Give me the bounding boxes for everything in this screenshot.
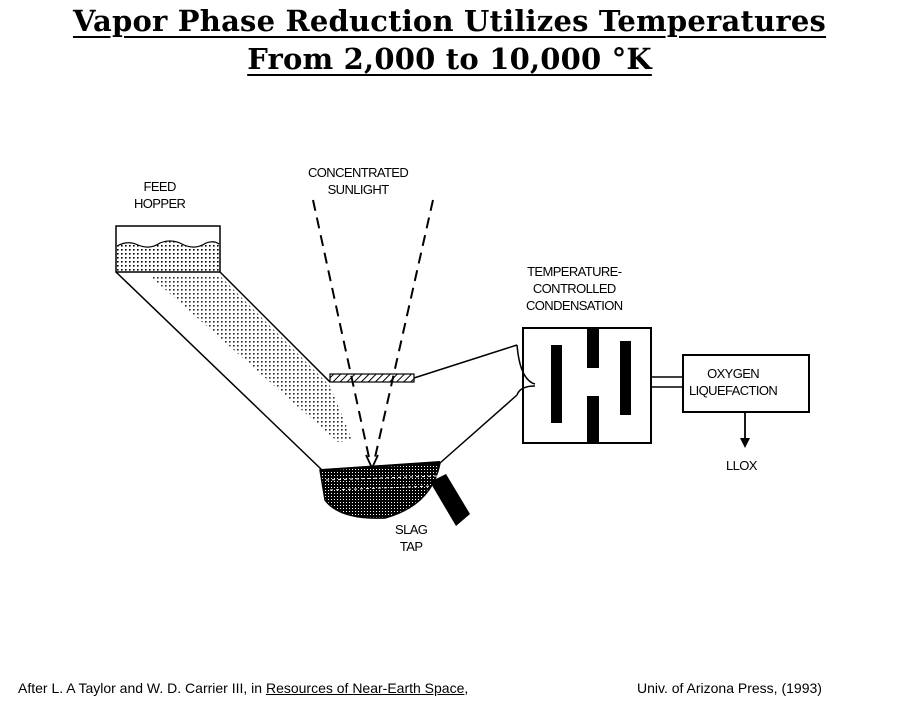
title-line-2: From 2,000 to 10,000 °K (247, 42, 652, 76)
llox-arrow (740, 412, 750, 448)
temperature-controlled-label-line2: CONTROLLED (532, 281, 616, 296)
concentrated-sunlight-label-line2: SUNLIGHT (327, 182, 390, 197)
slag-tap-label-line2: TAP (399, 539, 423, 554)
temperature-controlled-label-line3: CONDENSATION (526, 298, 623, 313)
temperature-controlled-label: TEMPERATURE- CONTROLLED CONDENSATION (526, 263, 623, 314)
condenser-plate-1 (551, 345, 562, 423)
citation-publisher: Univ. of Arizona Press, (1993) (637, 680, 822, 696)
citation-comma: , (464, 680, 469, 696)
oxygen-liquefaction-label-line1: OXYGEN (707, 366, 760, 381)
oxygen-liquefaction-box (682, 354, 810, 413)
upper-vapor-duct (413, 344, 518, 379)
oxygen-liquefaction-label-line2: LIQUEFACTION (689, 383, 778, 398)
condenser-plate-4 (620, 341, 631, 415)
llox-label: LLOX (726, 458, 757, 473)
concentrated-sunlight-label-line1: CONCENTRATED (308, 165, 409, 180)
feed-hopper-label-line1: FEED (143, 179, 177, 194)
citation-book-title: Resources of Near-Earth Space (265, 680, 465, 696)
condenser-plate-3 (587, 396, 599, 442)
condenser-plate-2 (587, 329, 599, 368)
solar-window (329, 373, 415, 383)
temperature-controlled-label-line1: TEMPERATURE- (527, 264, 622, 279)
feed-hopper (115, 225, 221, 273)
oxygen-pipe (651, 376, 683, 388)
feed-chute (115, 271, 352, 471)
slag-tap-spout (430, 474, 470, 526)
oxygen-liquefaction-label: OXYGEN LIQUEFACTION (689, 365, 778, 399)
citation-prefix: After L. A Taylor and W. D. Carrier III,… (18, 680, 266, 696)
feed-hopper-label-line2: HOPPER (134, 196, 186, 211)
slag-tap-label-line1: SLAG (395, 522, 428, 537)
title-line-1: Vapor Phase Reduction Utilizes Temperatu… (72, 4, 827, 38)
reaction-crucible (319, 394, 518, 519)
concentrated-sunlight-label: CONCENTRATED SUNLIGHT (308, 164, 409, 198)
condensation-unit (516, 327, 652, 444)
slag-tap-label: SLAG TAP (395, 521, 428, 555)
citation: After L. A Taylor and W. D. Carrier III,… (18, 680, 468, 696)
feed-hopper-label: FEED HOPPER (134, 178, 186, 212)
